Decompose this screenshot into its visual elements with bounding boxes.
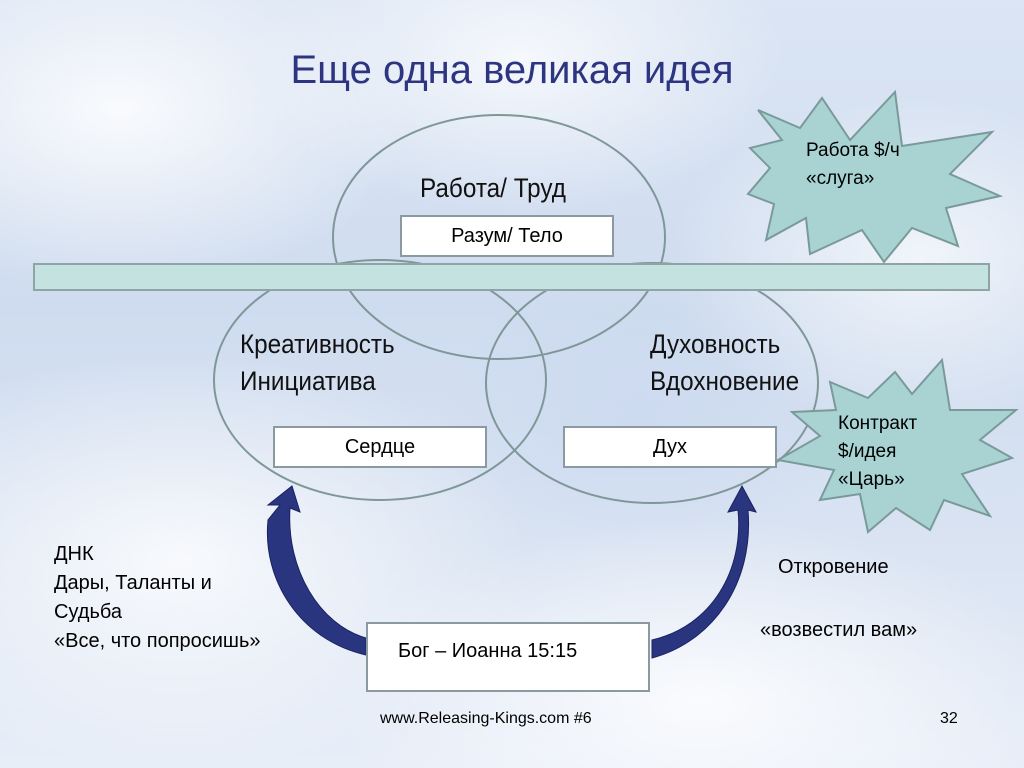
left-box-text: Сердце bbox=[344, 435, 416, 458]
left-circle-label-2: Инициатива bbox=[240, 366, 376, 396]
circle-left bbox=[213, 259, 547, 501]
divider-bar bbox=[33, 263, 990, 291]
burst-right-text: Контракт $/идея «Царь» bbox=[838, 410, 917, 494]
right-note-2: «возвестил вам» bbox=[760, 619, 918, 641]
right-note-1: Откровение bbox=[778, 556, 889, 578]
slide-title: Еще одна великая идея bbox=[290, 48, 734, 92]
right-circle-label-1: Духовность bbox=[650, 329, 781, 359]
bottom-box-text: Бог – Иоанна 15:15 bbox=[398, 640, 578, 662]
left-circle-label-1: Креативность bbox=[240, 329, 395, 359]
burst-right-line-1: Контракт bbox=[838, 413, 918, 434]
burst-top-text: Работа $/ч «слуга» bbox=[806, 137, 900, 193]
burst-right bbox=[775, 357, 1019, 534]
burst-right-line-3: «Царь» bbox=[838, 469, 905, 490]
footer-link[interactable]: www.Releasing-Kings.com #6 bbox=[380, 710, 592, 727]
left-notes: ДНК Дары, Таланты и Судьба «Все, что поп… bbox=[54, 540, 261, 656]
left-arrow bbox=[266, 485, 367, 656]
right-arrow bbox=[651, 484, 757, 659]
right-box: Дух bbox=[563, 426, 777, 468]
left-note-4: «Все, что попросишь» bbox=[54, 630, 261, 652]
right-circle-label-2: Вдохновение bbox=[650, 366, 800, 396]
page-number: 32 bbox=[940, 710, 958, 727]
burst-top bbox=[746, 89, 1004, 264]
right-box-text: Дух bbox=[653, 435, 687, 458]
left-box: Сердце bbox=[273, 426, 487, 468]
top-circle-label: Работа/ Труд bbox=[420, 173, 566, 203]
left-note-1: ДНК bbox=[54, 543, 94, 565]
circle-top bbox=[332, 114, 666, 360]
left-note-3: Судьба bbox=[54, 601, 122, 623]
burst-top-line-2: «слуга» bbox=[806, 168, 875, 189]
top-box-text: Разум/ Тело bbox=[451, 224, 563, 247]
burst-right-line-2: $/идея bbox=[838, 441, 897, 462]
bottom-box: Бог – Иоанна 15:15 bbox=[366, 622, 650, 692]
left-note-2: Дары, Таланты и bbox=[54, 572, 212, 594]
burst-top-line-1: Работа $/ч bbox=[806, 140, 900, 161]
top-box: Разум/ Тело bbox=[400, 215, 614, 257]
